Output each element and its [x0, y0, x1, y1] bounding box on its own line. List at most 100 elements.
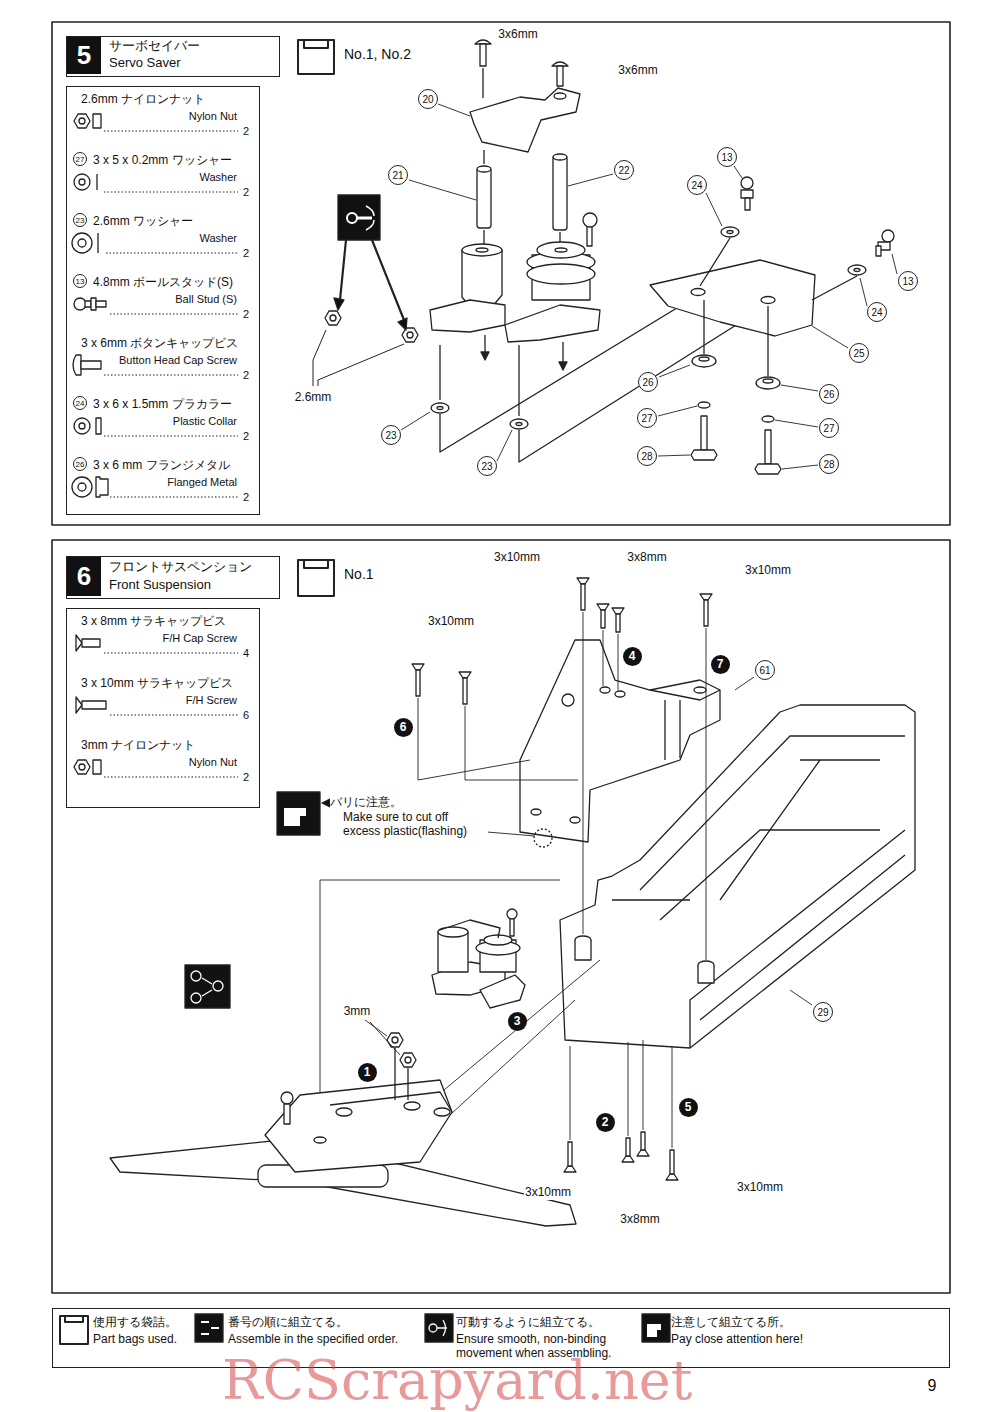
- servo-saver-drawing: [554, 93, 566, 99]
- assembly-line: [618, 634, 619, 690]
- servo-saver-drawing: [482, 68, 483, 98]
- parts-icons: [85, 301, 91, 307]
- parts-icons: [93, 114, 101, 128]
- dimension-label: 3x8mm: [619, 1213, 660, 1227]
- part-name-en: Plastic Collar: [87, 415, 237, 428]
- parts-icons: [78, 483, 86, 491]
- servo-saver-drawing: [483, 230, 484, 244]
- screw-drawing: [612, 608, 624, 614]
- parts-icons: [72, 114, 108, 497]
- quantity: 6: [243, 709, 249, 722]
- callout-leader: [438, 104, 470, 116]
- servo-saver-drawing: [698, 402, 710, 408]
- dimension-label: 3x10mm: [427, 615, 475, 629]
- movable-icon: [347, 213, 357, 223]
- servo-saver-drawing: [439, 345, 440, 400]
- panel-frame: [52, 540, 950, 1293]
- front-suspension-drawing: [314, 1137, 326, 1143]
- callout-leader: [892, 254, 897, 274]
- dotted-leader: [110, 715, 238, 716]
- screw-drawing: [463, 678, 467, 704]
- callout-number: 23: [381, 425, 401, 445]
- dimension-label: 3x10mm: [524, 1186, 572, 1200]
- screw-drawing: [626, 1138, 630, 1156]
- dotted-leader: [110, 314, 238, 315]
- assembly-line: [583, 612, 584, 934]
- servo-saver-drawing: [430, 300, 505, 332]
- screw-drawing: [704, 600, 708, 626]
- part-name: 3 x 10mm サラキャップビス: [81, 677, 233, 691]
- chassis-drawing: [660, 760, 880, 920]
- step-header: 5サーボセイバーServo Saver: [66, 36, 280, 77]
- assembly-line: [450, 1000, 575, 1115]
- bulkhead-drawing: [531, 809, 541, 815]
- parts-icons: [76, 635, 82, 651]
- movable-icon: [340, 240, 404, 320]
- step-title: サーボセイバー: [109, 39, 200, 54]
- callout-number: 28: [637, 446, 657, 466]
- quantity: 2: [243, 247, 249, 260]
- part-name: 3 x 8mm サラキャップビス: [81, 615, 226, 629]
- servo-saver-drawing: [553, 154, 567, 160]
- assembly-line: [418, 760, 530, 780]
- front-suspension-drawing: [400, 1053, 416, 1067]
- servo-saver-drawing: [727, 231, 733, 234]
- parts-icons: [93, 760, 101, 774]
- dimension-label: 3mm: [343, 1005, 372, 1019]
- front-suspension-drawing: [281, 1092, 293, 1104]
- servo-saver-drawing: [516, 423, 522, 426]
- servo-saver-drawing: [440, 300, 690, 452]
- servo-saver-drawing: [650, 260, 815, 336]
- callout-number: 27: [819, 418, 839, 438]
- servo-saver-drawing: [812, 276, 857, 300]
- callout-number: 13: [717, 147, 737, 167]
- servo-saver-drawing: [477, 168, 491, 228]
- legend-icons: [195, 1314, 223, 1342]
- assembly-line: [465, 780, 578, 781]
- order-icon: [213, 981, 223, 991]
- servo-saver-drawing: [755, 464, 781, 474]
- legend-text: 番号の順に組立てる。: [228, 1316, 348, 1330]
- servo-saver-assembly: [507, 909, 517, 919]
- part-name-en: Flanged Metal: [87, 476, 237, 489]
- dotted-leader: [104, 653, 238, 654]
- servo-saver-drawing: [854, 269, 860, 272]
- order-icon: [185, 965, 230, 1008]
- servo-saver-drawing: [431, 403, 449, 413]
- callout-leader: [568, 174, 613, 186]
- callout-leader: [659, 365, 690, 377]
- callout-number: 26: [73, 457, 87, 471]
- legend-text: 注意して組立てる所。: [671, 1316, 791, 1330]
- bag-icon: [298, 40, 334, 74]
- front-suspension-drawing: [404, 1102, 420, 1110]
- servo-saver-drawing: [559, 362, 567, 370]
- parts-icons: [79, 179, 85, 185]
- assembly-line: [735, 677, 754, 690]
- part-name-en: Washer: [87, 232, 237, 245]
- servo-saver-drawing: [325, 311, 341, 325]
- screw-drawing: [670, 1150, 674, 1174]
- callout-leader: [658, 455, 690, 456]
- callout-leader: [812, 326, 848, 348]
- callout-number: 29: [813, 1002, 833, 1022]
- part-name-en: Button Head Cap Screw: [87, 354, 237, 367]
- front-suspension-drawing: [284, 1104, 290, 1124]
- bag-icon: [298, 560, 334, 596]
- chassis-drawing: [612, 736, 905, 1048]
- assembly-line: [465, 706, 466, 780]
- order-icon: [191, 993, 201, 1003]
- servo-saver-drawing: [402, 328, 418, 342]
- parts-icons: [72, 233, 92, 253]
- servo-saver-drawing: [477, 166, 491, 172]
- callout-number: 24: [867, 302, 887, 322]
- part-name: 3 x 6mm ボタンキャップビス: [81, 337, 238, 351]
- bulkhead-drawing: [600, 687, 610, 693]
- panel-frame: [52, 22, 950, 525]
- servo-saver-drawing: [330, 315, 336, 321]
- servo-saver-drawing: [762, 416, 774, 422]
- step-order-number: 7: [711, 655, 730, 674]
- dotted-leader: [104, 777, 238, 778]
- servo-saver-assembly: [438, 932, 468, 972]
- servo-saver-drawing: [741, 190, 753, 198]
- dimension-label: 3x10mm: [736, 1181, 784, 1195]
